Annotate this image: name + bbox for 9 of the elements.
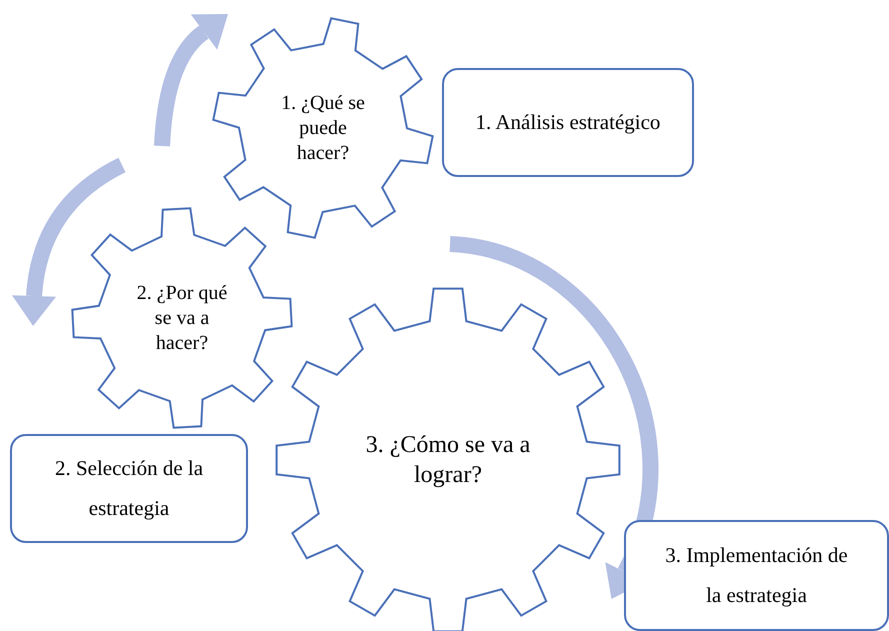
gear-label: 2. ¿Por qué se va a hacer?: [136, 280, 228, 356]
gear-label: 1. ¿Qué se puede hacer?: [280, 90, 366, 166]
gear-label: 3. ¿Cómo se va a lograr?: [364, 431, 532, 490]
label-box: 3. Implementación de la estrategia: [624, 520, 889, 631]
label-box: 1. Análisis estratégico: [442, 68, 694, 177]
gear-shape: [70, 206, 294, 430]
gear-shape: [274, 286, 622, 631]
label-box: 2. Selección de la estrategia: [10, 434, 248, 543]
gear-shape: [211, 16, 435, 240]
